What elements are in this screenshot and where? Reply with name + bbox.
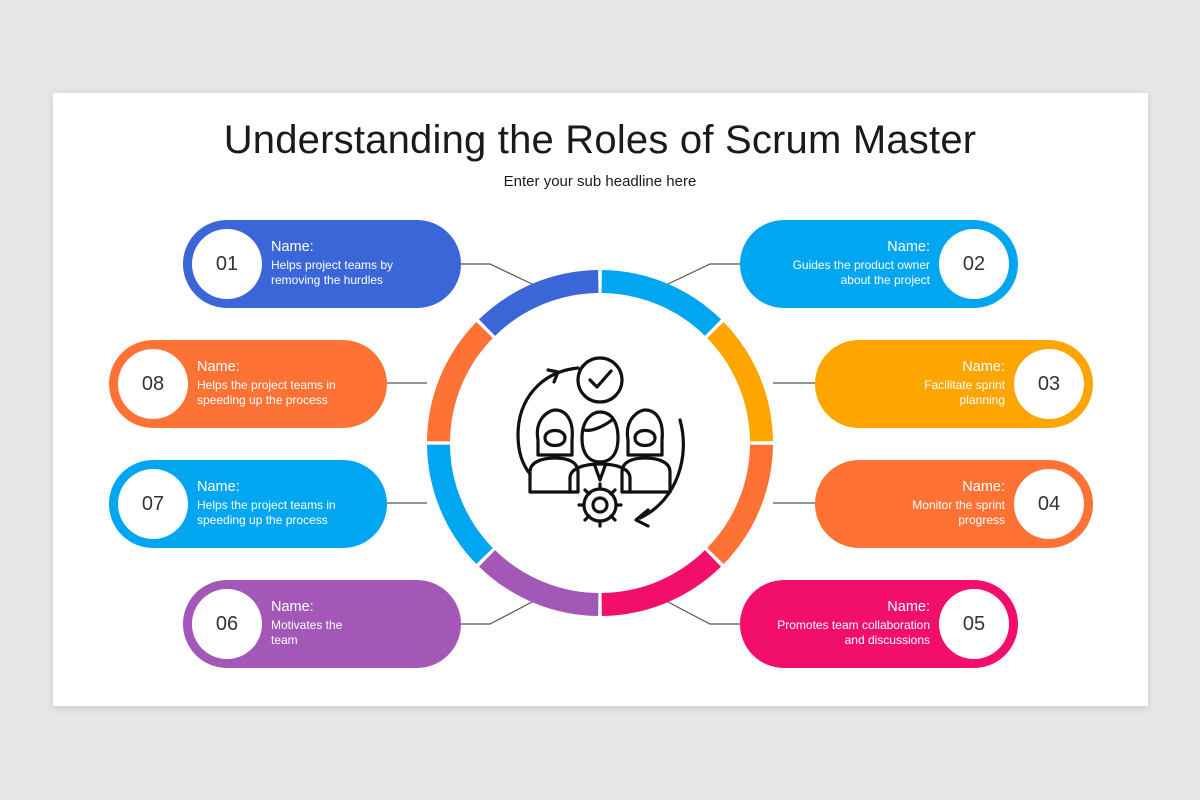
ring-segment-02 <box>601 270 722 336</box>
role-description-line2: speeding up the process <box>197 393 328 407</box>
role-description-line2: removing the hurdles <box>271 273 384 287</box>
connector-line-05 <box>667 601 740 625</box>
ring-segment-05 <box>601 550 722 616</box>
role-number: 06 <box>192 589 262 659</box>
role-card-01: 01 Name: Helps project teams by removing… <box>183 220 461 308</box>
role-card-08: 08 Name: Helps the project teams in spee… <box>109 340 387 428</box>
team-clock-gear-icon <box>516 356 685 528</box>
role-number: 08 <box>118 349 188 419</box>
role-name: Name: <box>271 239 314 255</box>
ring-segment-07 <box>427 444 493 565</box>
role-card-03: 03 Name: Facilitate sprint planning <box>815 340 1093 428</box>
role-name: Name: <box>197 359 240 375</box>
role-name: Name: <box>962 359 1005 375</box>
role-name: Name: <box>962 479 1005 495</box>
role-description-line2: planning <box>959 393 1005 407</box>
role-card-02: 02 Name: Guides the product owner about … <box>740 220 1018 308</box>
role-description-line1: Facilitate sprint <box>924 378 1005 392</box>
role-description-line2: progress <box>958 513 1005 527</box>
role-name: Name: <box>887 239 930 255</box>
ring-segment-06 <box>478 550 599 616</box>
role-description-line1: Guides the product owner <box>792 258 930 272</box>
role-card-04: 04 Name: Monitor the sprint progress <box>815 460 1093 548</box>
role-name: Name: <box>271 599 314 615</box>
connector-lines <box>387 263 815 625</box>
role-number: 02 <box>939 229 1009 299</box>
role-number: 04 <box>1014 469 1084 539</box>
role-description-line1: Helps the project teams in <box>197 498 336 512</box>
role-name: Name: <box>197 479 240 495</box>
role-description-line1: Helps the project teams in <box>197 378 336 392</box>
page-title: Understanding the Roles of Scrum Master <box>223 118 977 162</box>
role-card-06: 06 Name: Motivates the team <box>183 580 461 668</box>
role-card-05: 05 Name: Promotes team collaboration and… <box>740 580 1018 668</box>
role-name: Name: <box>887 599 930 615</box>
role-number: 03 <box>1014 349 1084 419</box>
role-number: 01 <box>192 229 262 299</box>
role-description-line1: Monitor the sprint <box>912 498 1005 512</box>
role-description-line1: Promotes team collaboration <box>777 618 930 632</box>
role-card-07: 07 Name: Helps the project teams in spee… <box>109 460 387 548</box>
role-description-line2: about the project <box>840 273 930 287</box>
connector-line-01 <box>460 263 533 285</box>
ring-segments <box>427 270 773 616</box>
role-description-line1: Motivates the <box>271 618 343 632</box>
page-subtitle: Enter your sub headline here <box>503 173 697 190</box>
ring-segment-08 <box>427 321 493 442</box>
role-description-line1: Helps project teams by <box>271 258 394 272</box>
role-description-line2: speeding up the process <box>197 513 328 527</box>
ring-segment-04 <box>707 444 773 565</box>
role-number: 05 <box>939 589 1009 659</box>
role-description-line2: team <box>271 633 298 647</box>
ring-segment-01 <box>478 270 599 336</box>
connector-line-02 <box>667 263 740 285</box>
role-number: 07 <box>118 469 188 539</box>
connector-line-06 <box>460 601 533 625</box>
ring-segment-03 <box>707 321 773 442</box>
role-description-line2: and discussions <box>844 633 930 647</box>
